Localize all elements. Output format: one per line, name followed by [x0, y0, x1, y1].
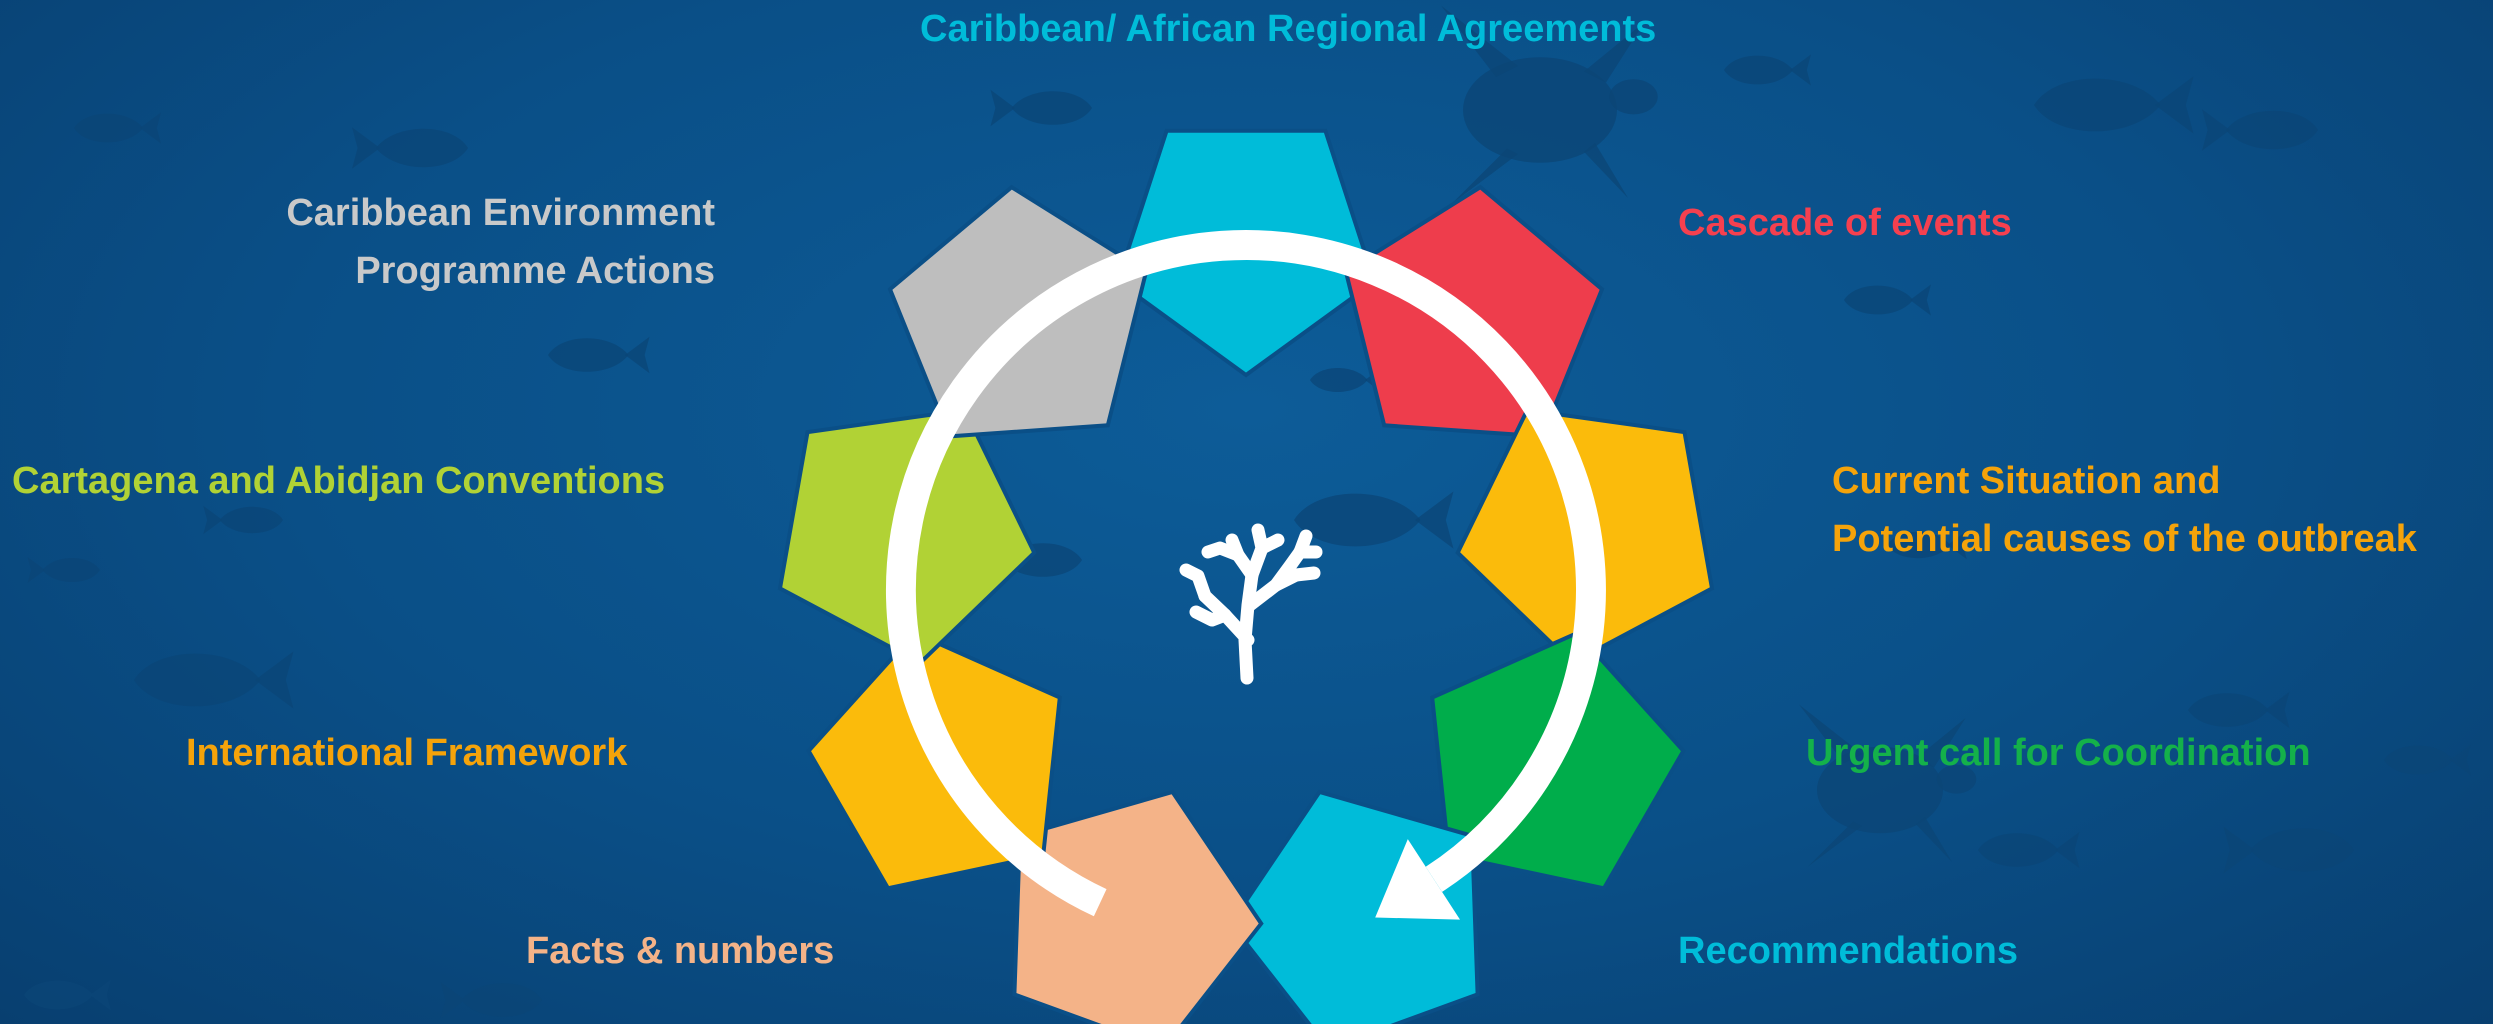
fish-icon — [74, 112, 161, 144]
fish-icon — [2034, 76, 2194, 134]
label-international-framework: International Framework — [186, 732, 628, 774]
coral-icon — [1179, 523, 1323, 685]
fish-icon — [990, 89, 1092, 127]
label-urgent-call: Urgent call for Coordination — [1806, 732, 2311, 774]
label-cascade-of-events: Cascade of events — [1678, 202, 2012, 244]
fish-icon — [2202, 109, 2318, 151]
circular-arrow-icon — [885, 230, 1606, 920]
fish-icon — [1978, 831, 2080, 869]
pentagon-ring — [777, 128, 1715, 1024]
label-recommendations: Recommendations — [1678, 930, 2018, 972]
fish-icon — [548, 336, 650, 374]
fish-icon — [134, 651, 294, 709]
fish-icon — [2188, 691, 2290, 729]
fish-icon — [1724, 54, 1811, 86]
label-conventions: Cartagena and Abidjan Conventions — [12, 460, 666, 502]
label-regional-agreements: Caribbean/ African Regional Agreements — [920, 8, 1657, 50]
fish-icon — [27, 557, 100, 583]
fish-icon — [203, 505, 283, 535]
turtle-icon — [1441, 5, 1658, 204]
fish-icon — [352, 127, 468, 169]
fish-icon — [23, 979, 111, 1011]
turtle-icon — [1799, 704, 1977, 867]
pentagon-facts — [1012, 789, 1264, 1024]
fish-icon — [2223, 826, 2354, 874]
fish-icon — [1844, 284, 1931, 316]
fish-icon — [1294, 491, 1454, 549]
fish-icon — [2384, 744, 2471, 776]
label-facts-numbers: Facts & numbers — [526, 930, 835, 972]
fish-icon — [1887, 530, 1967, 560]
fish-icon — [440, 981, 542, 1019]
